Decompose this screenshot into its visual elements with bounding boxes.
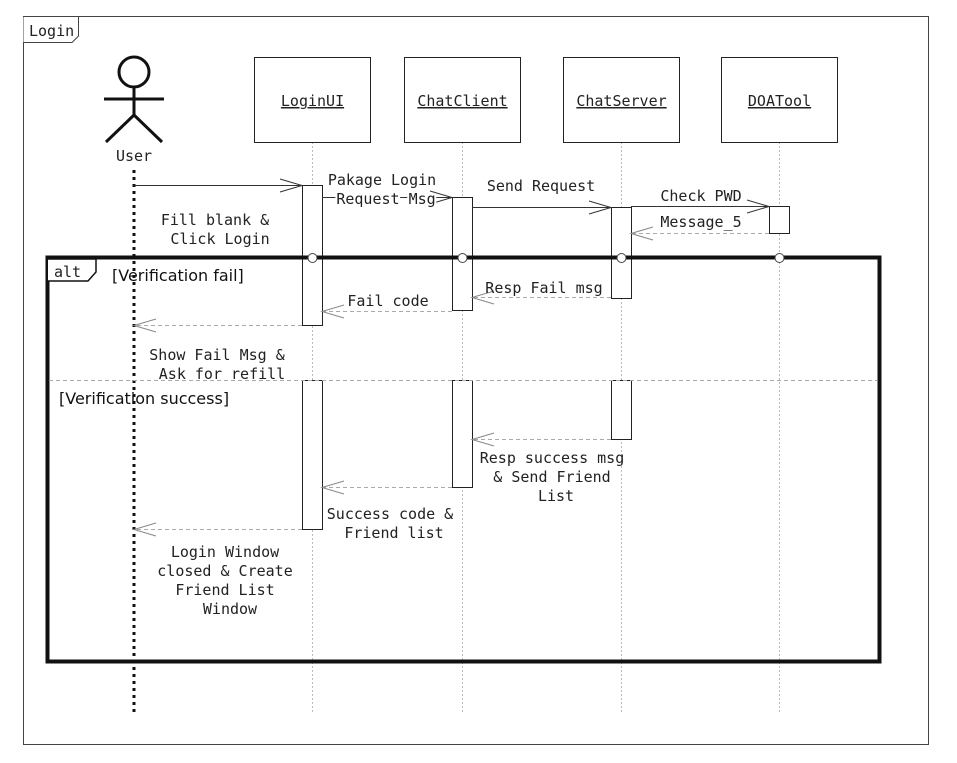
message-arrowhead-7 (320, 304, 345, 319)
message-arrowhead-5 (629, 226, 654, 241)
message-label-8-line-1: Show Fail Msg & (149, 346, 284, 364)
message-label-4: Check PWD (660, 187, 741, 205)
alt-operator-label: alt (54, 263, 81, 281)
message-arrowhead-3 (588, 200, 613, 215)
message-arrowhead-10 (320, 480, 345, 495)
alt-guard-success: [Verification success] (59, 389, 229, 408)
message-label-9-line-2: & Send Friend (493, 468, 610, 486)
frame-label: Login (29, 22, 74, 40)
activation-doatool-1 (769, 206, 790, 234)
participant-label-loginui: LoginUI (281, 92, 344, 110)
message-label-2-line-2: Request Msg (336, 190, 435, 208)
lifeline-marker-chatserver (616, 253, 627, 263)
actor-label: User (116, 147, 152, 165)
lifeline-marker-doatool (774, 253, 785, 263)
message-arrowhead-6 (470, 290, 495, 305)
message-label-8-line-2: Ask for refill (159, 365, 285, 383)
message-label-10-line-1: Success code & (327, 505, 453, 523)
message-label-1-line-1: Fill blank & (161, 211, 269, 229)
message-label-10-line-2: Friend list (344, 524, 443, 542)
lifeline-marker-chatclient (457, 253, 468, 263)
participant-label-doatool: DOATool (748, 92, 811, 110)
message-label-11-line-2: closed & Create (157, 562, 292, 580)
message-arrowhead-11 (132, 522, 157, 537)
message-label-9-line-1: Resp success msg (480, 449, 625, 467)
message-label-11-line-3: Friend List (175, 581, 274, 599)
message-label-9-line-3: List (538, 487, 574, 505)
message-arrowhead-9 (470, 432, 495, 447)
participant-box-chatclient (404, 57, 521, 143)
participant-box-chatserver (563, 57, 680, 143)
message-label-6: Resp Fail msg (485, 279, 602, 297)
message-label-11-line-1: Login Window (171, 543, 280, 561)
participant-box-doatool (721, 57, 838, 143)
frame-label-tab (23, 16, 79, 43)
message-arrowhead-4 (746, 199, 771, 214)
message-label-1-line-2: Click Login (170, 230, 269, 248)
message-arrowhead-2 (429, 190, 454, 205)
message-label-5: Message_5 (660, 213, 741, 231)
message-label-3: Send Request (487, 177, 595, 195)
participant-label-chatclient: ChatClient (417, 92, 507, 110)
message-label-7: Fail code (347, 292, 428, 310)
user-actor-icon (104, 55, 164, 144)
participant-label-chatserver: ChatServer (576, 92, 666, 110)
participant-box-loginui (254, 57, 371, 143)
activation-loginui-2 (302, 380, 323, 530)
message-arrowhead-1 (279, 178, 304, 193)
message-label-11-line-4: Window (203, 600, 258, 618)
message-arrowhead-8 (132, 318, 157, 333)
alt-guard-fail: [Verification fail] (112, 266, 244, 285)
alt-operator-tab (48, 258, 97, 282)
lifeline-marker-loginui (307, 253, 318, 263)
message-label-2-line-1: Pakage Login (328, 171, 436, 189)
activation-chatserver-2 (611, 380, 632, 440)
activation-chatclient-2 (452, 380, 473, 488)
